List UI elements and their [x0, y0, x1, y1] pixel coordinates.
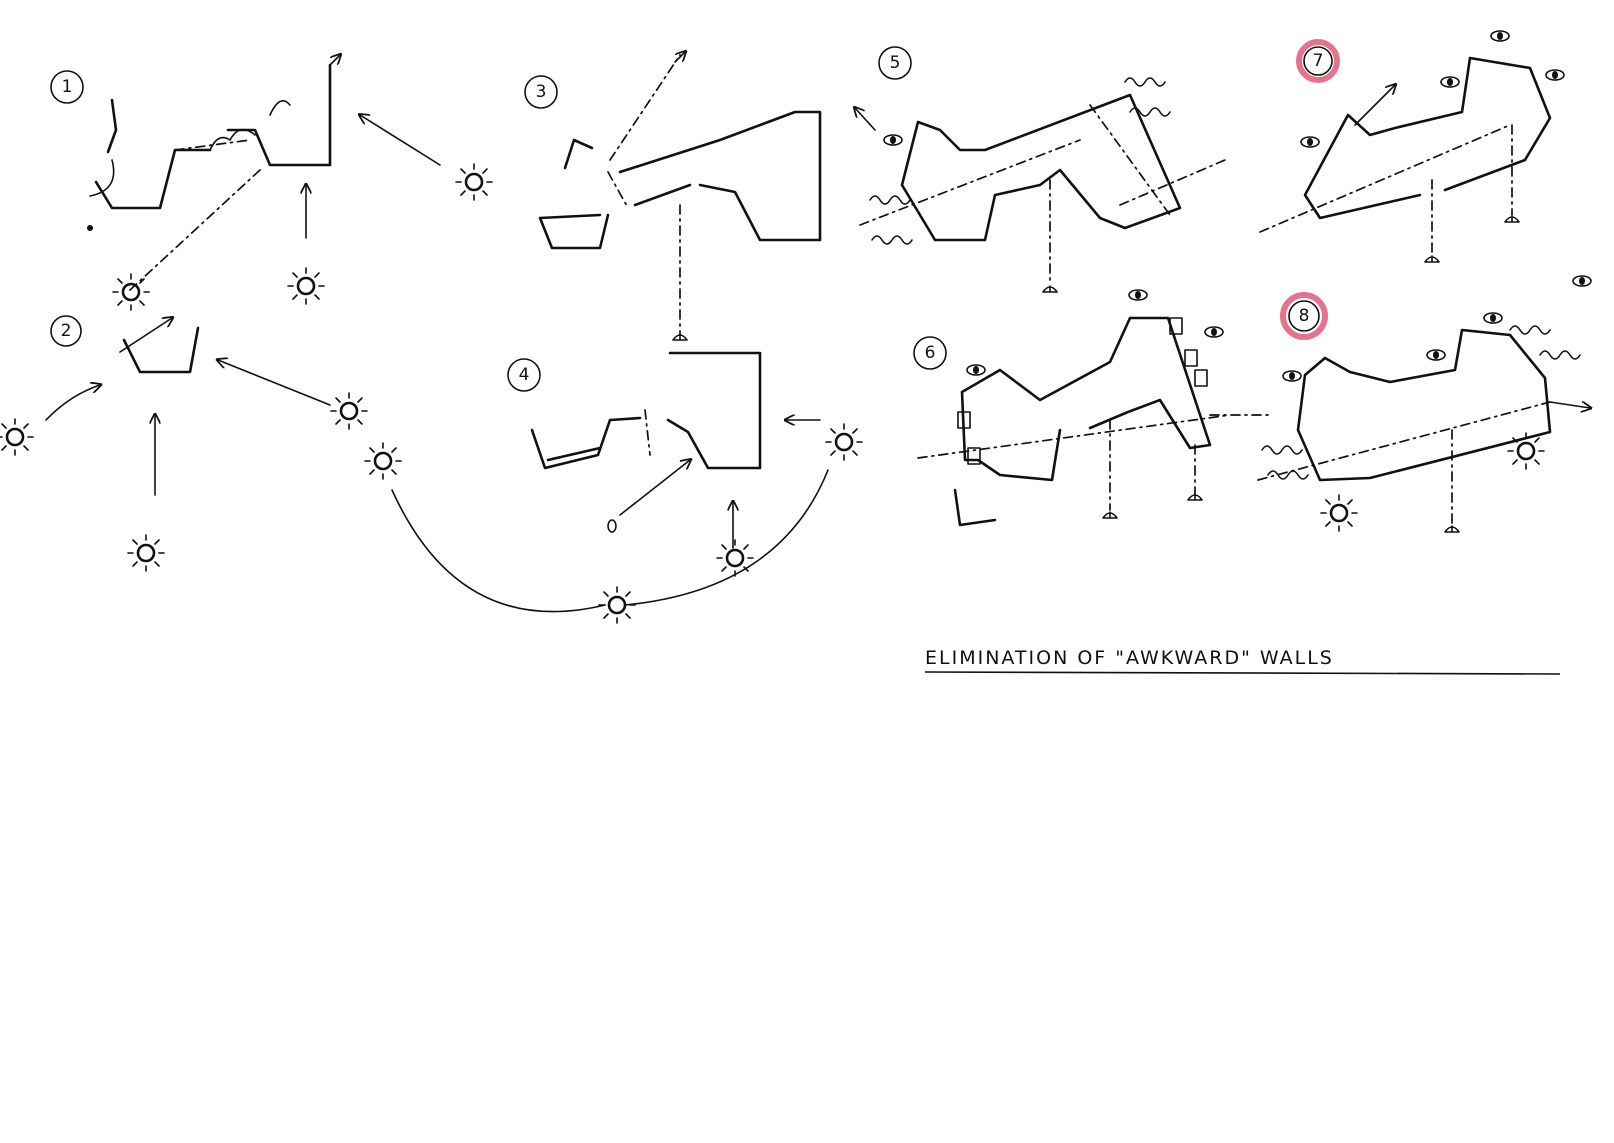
building-outline-6	[960, 316, 1212, 482]
caption: ELIMINATION OF "AWKWARD" WALLS	[924, 647, 1561, 675]
diagram-5: 5	[855, 46, 1226, 293]
svg-text:3: 3	[536, 82, 547, 102]
eye-icon	[1128, 289, 1148, 301]
sun-icon	[454, 162, 494, 202]
plant-icon	[1042, 285, 1058, 293]
diagram-8: 8	[1257, 275, 1592, 533]
eye-icon	[1440, 76, 1460, 88]
svg-text:2: 2	[61, 321, 72, 341]
step-label-6: 6	[913, 336, 947, 370]
diagram-1: 1	[50, 55, 494, 312]
building-outline-7	[1303, 56, 1552, 220]
plant-icon	[1504, 215, 1520, 223]
sun-icon	[111, 272, 151, 312]
sun-icon	[597, 585, 637, 625]
step-label-7: 7	[1296, 39, 1340, 83]
building-outline-1	[94, 63, 332, 210]
step-label-4: 4	[507, 358, 541, 392]
building-outline-4	[530, 351, 762, 470]
eye-icon	[1300, 136, 1320, 148]
eye-icon	[1545, 69, 1565, 81]
sun-icon	[126, 533, 166, 573]
wind-icon	[1124, 77, 1166, 87]
diagram-6: 6	[913, 289, 1231, 527]
step-label-3: 3	[524, 75, 558, 109]
plant-icon	[1187, 493, 1203, 501]
sun-icon	[824, 422, 864, 462]
eye-icon	[1483, 312, 1503, 324]
sun-icon	[329, 391, 369, 431]
step-label-1: 1	[50, 70, 84, 104]
diagram-3: 3	[524, 52, 822, 341]
building-outline-2	[122, 326, 200, 374]
svg-text:4: 4	[519, 365, 530, 385]
wind-icon	[1539, 350, 1581, 360]
plant-icon	[1424, 255, 1440, 263]
building-outline-5	[900, 93, 1182, 242]
step-label-2: 2	[50, 315, 82, 347]
svg-text:8: 8	[1299, 306, 1310, 326]
eye-icon	[1426, 349, 1446, 361]
sun-icon	[715, 538, 755, 578]
eye-icon	[1572, 275, 1592, 287]
svg-text:7: 7	[1313, 51, 1324, 71]
eye-icon	[1282, 370, 1302, 382]
caption-text: ELIMINATION OF "AWKWARD" WALLS	[925, 647, 1334, 669]
step-label-5: 5	[878, 46, 912, 80]
diagram-4: 4	[507, 351, 864, 578]
eye-icon	[1204, 326, 1224, 338]
diagram-7: 7	[1259, 30, 1565, 263]
plant-icon	[1102, 511, 1118, 519]
building-outline-3	[538, 110, 822, 250]
eye-icon	[1490, 30, 1510, 42]
plant-icon	[1444, 525, 1460, 533]
sun-icon	[286, 266, 326, 306]
building-outline-8	[1296, 328, 1552, 482]
sun-icon	[1319, 493, 1359, 533]
svg-text:5: 5	[890, 53, 901, 73]
svg-text:6: 6	[925, 343, 936, 363]
wind-icon	[1509, 325, 1551, 335]
diagram-2: 2	[0, 315, 829, 625]
eye-icon	[966, 364, 986, 376]
wind-icon	[871, 235, 913, 245]
wind-icon	[1261, 445, 1303, 455]
eye-icon	[883, 134, 903, 146]
sun-icon	[363, 441, 403, 481]
wind-icon	[1267, 470, 1309, 480]
caption-underline	[924, 671, 1561, 675]
sun-icon	[1506, 431, 1546, 471]
svg-text:1: 1	[62, 77, 73, 97]
plant-icon	[672, 333, 688, 341]
sun-icon	[0, 417, 35, 457]
wind-icon	[869, 195, 911, 205]
step-label-8: 8	[1280, 292, 1328, 340]
